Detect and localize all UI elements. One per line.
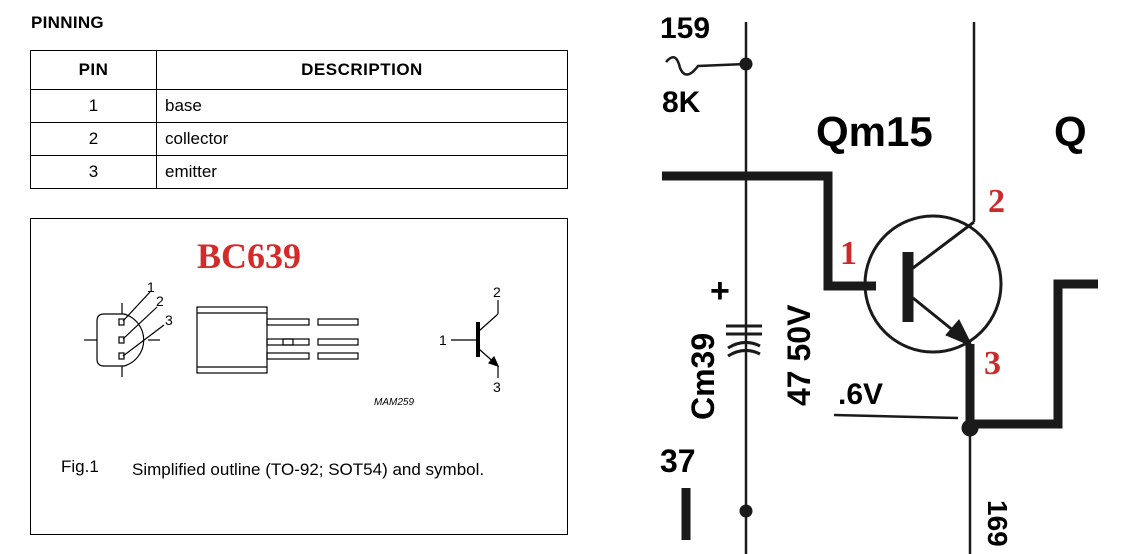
- to92-side-view: [196, 306, 359, 374]
- pin-number: 3: [30, 155, 157, 189]
- pin-description: base: [156, 89, 568, 123]
- reference-code: MAM259: [374, 397, 414, 408]
- column-header-description: DESCRIPTION: [156, 50, 568, 90]
- section-title: PINNING: [31, 13, 104, 32]
- table-header-row: PIN DESCRIPTION: [30, 50, 568, 90]
- part-label: BC639: [197, 236, 301, 276]
- transistor-ref: Qm15: [816, 108, 933, 155]
- table-row: 2 collector: [30, 122, 568, 156]
- pin-description: collector: [156, 122, 568, 156]
- pin-label-emitter: 3: [984, 345, 1001, 382]
- outline-pin-label: 1: [147, 279, 155, 295]
- next-transistor-ref: Q: [1054, 108, 1087, 155]
- figure-caption-text: Simplified outline (TO-92; SOT54) and sy…: [132, 460, 485, 479]
- pin-label-collector: 2: [988, 183, 1005, 220]
- figure-box: [30, 218, 568, 535]
- to92-bottom-view: [84, 291, 165, 377]
- voltage-label: .6V: [838, 378, 883, 411]
- circuit-schematic: 159 8K Qm15 Q 1 2 3 + Cm39 47 50V .6V 37…: [660, 12, 1098, 554]
- schematic-wires: [662, 22, 1098, 554]
- resistor-value: 8K: [662, 86, 701, 119]
- outline-pin-label: 3: [165, 312, 173, 328]
- figure-caption-label: Fig.1: [61, 457, 99, 476]
- column-header-pin: PIN: [30, 50, 157, 90]
- symbol-pin-label: 3: [493, 379, 501, 395]
- capacitor-ref: Cm39: [685, 333, 721, 420]
- capacitor-polarity: +: [710, 272, 730, 310]
- pin-description: emitter: [156, 155, 568, 189]
- pin-number: 2: [30, 122, 157, 156]
- pinning-table: PIN DESCRIPTION 1 base 2 collector 3 emi…: [30, 50, 568, 189]
- transistor-symbol: [451, 300, 500, 378]
- top-label: 159: [660, 12, 710, 45]
- capacitor-value: 47 50V: [781, 304, 817, 406]
- bottom-label: 37: [660, 443, 696, 479]
- symbol-pin-label: 1: [439, 332, 447, 348]
- outline-figure: BC639 1 2 3 1 2 3: [84, 236, 501, 408]
- table-row: 1 base: [30, 89, 568, 123]
- pin-number: 1: [30, 89, 157, 123]
- table-row: 3 emitter: [30, 155, 568, 189]
- pin-label-base: 1: [840, 235, 857, 272]
- bottom-right-label: 169: [982, 500, 1013, 547]
- outline-pin-label: 2: [156, 293, 164, 309]
- symbol-pin-label: 2: [493, 284, 501, 300]
